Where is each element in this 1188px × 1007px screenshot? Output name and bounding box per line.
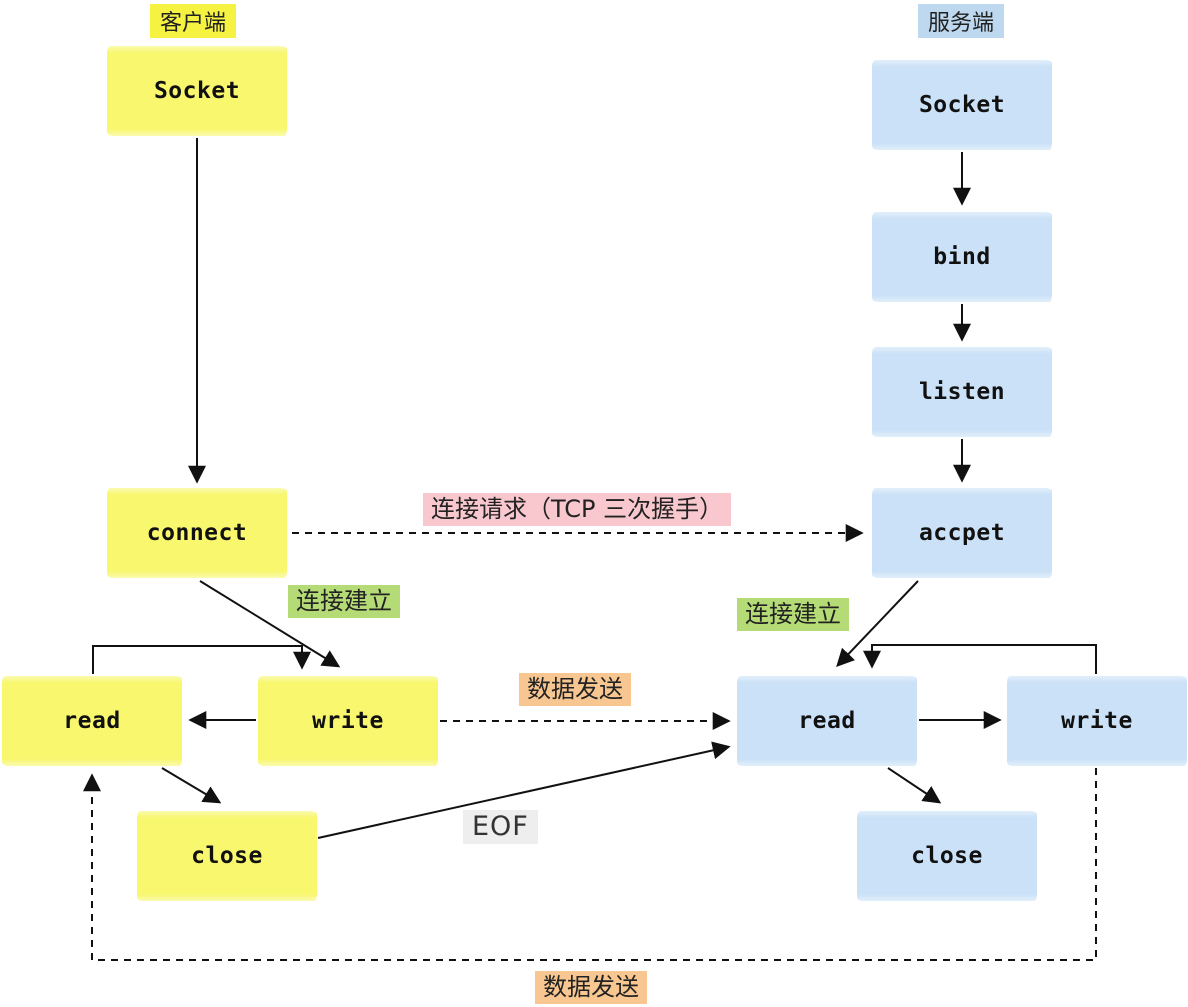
client-connect-box: connect [107,488,287,578]
server-close-box: close [857,811,1037,901]
arrow-eof-close-to-server-read [317,741,731,839]
arrow-client-read-write-loop [92,645,311,674]
server-write-box: write [1007,676,1187,766]
arrow-accpet-to-server-read [836,580,919,667]
server-socket-box: Socket [872,60,1052,150]
arrow-return-data-send-dashed [83,768,1097,961]
client-socket-box: Socket [107,46,287,136]
connection-established-label-client: 连接建立 [288,585,400,618]
client-write-box: write [258,676,438,766]
connection-established-label-server: 连接建立 [737,598,849,631]
arrow-server-read-to-close [887,767,942,804]
connection-request-label: 连接请求（TCP 三次握手） [423,493,732,526]
server-bind-box: bind [872,212,1052,302]
server-read-box: read [737,676,917,766]
server-listen-box: listen [872,347,1052,437]
client-close-box: close [137,811,317,901]
data-send-label-mid: 数据发送 [519,673,631,706]
arrow-connect-to-client-write [199,580,341,668]
arrow-client-read-to-close [161,767,222,804]
client-section-label: 客户端 [150,4,237,38]
eof-label: EOF [463,810,538,845]
client-read-box: read [2,676,182,766]
arrow-server-write-read-loop [863,644,1097,674]
data-send-label-bottom: 数据发送 [535,971,647,1004]
server-accpet-box: accpet [872,488,1052,578]
server-section-label: 服务端 [918,4,1005,38]
